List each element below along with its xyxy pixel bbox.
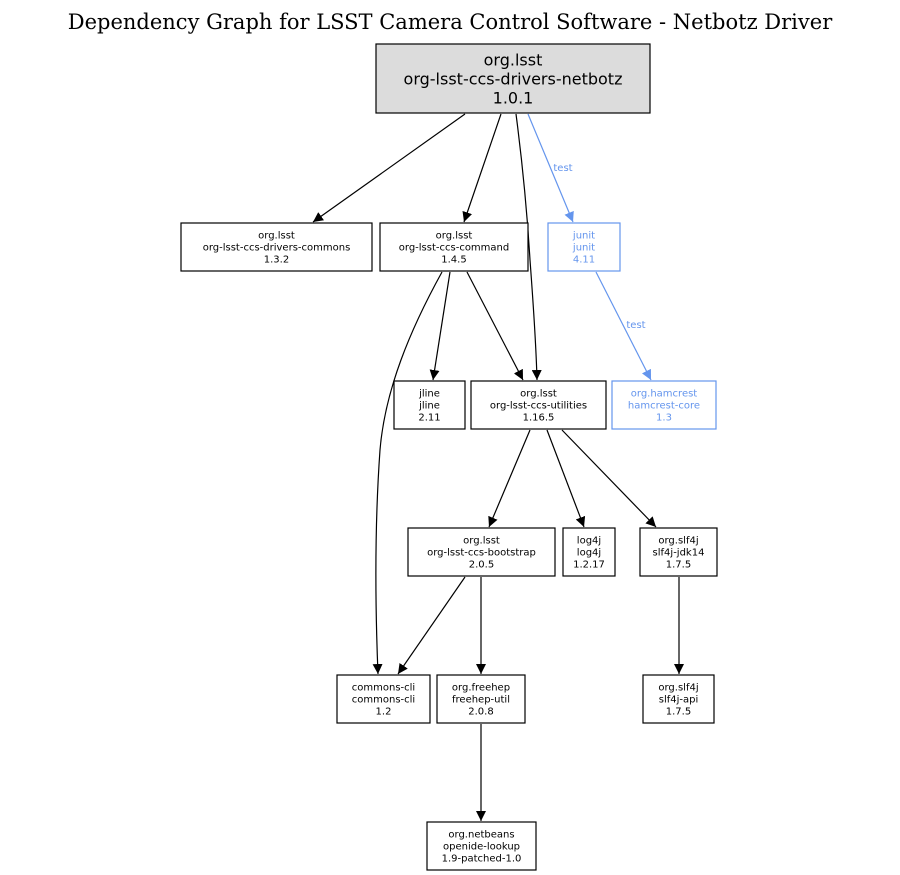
edge-root-to-drivers-commons <box>312 113 466 223</box>
node-version-slf4j-api: 1.7.5 <box>666 707 691 718</box>
edge-root-to-ccs-utilities <box>515 113 542 381</box>
edge-root-to-junit <box>527 113 574 223</box>
node-box-hamcrest <box>611 380 717 430</box>
node-group-slf4j-jdk14: org.slf4j <box>658 536 698 547</box>
node-box-root <box>375 43 651 114</box>
node-group-commons-cli: commons-cli <box>352 683 415 694</box>
node-group-ccs-bootstrap: org.lsst <box>463 536 500 547</box>
edge-ccs-utilities-to-ccs-bootstrap <box>488 429 531 528</box>
node-version-junit: 4.11 <box>573 255 595 266</box>
edge-ccs-command-to-ccs-utilities <box>466 271 524 381</box>
node-artifact-freehep-util: freehep-util <box>452 695 510 706</box>
node-version-root: 1.0.1 <box>493 88 534 107</box>
node-box-slf4j-jdk14 <box>639 527 718 577</box>
node-group-jline: jline <box>418 389 440 400</box>
node-artifact-root: org-lsst-ccs-drivers-netbotz <box>404 69 623 88</box>
edge-ccs-command-to-jline <box>429 271 451 381</box>
node-artifact-commons-cli: commons-cli <box>352 695 415 706</box>
node-artifact-drivers-commons: org-lsst-ccs-drivers-commons <box>203 243 351 254</box>
node-version-drivers-commons: 1.3.2 <box>264 255 289 266</box>
edge-ccs-command-to-commons-cli <box>372 271 443 675</box>
node-version-openide-lookup: 1.9-patched-1.0 <box>442 854 522 865</box>
node-group-drivers-commons: org.lsst <box>258 231 295 242</box>
node-box-commons-cli <box>336 674 431 724</box>
node-group-slf4j-api: org.slf4j <box>658 683 698 694</box>
edge-label-junit-to-hamcrest: test <box>626 320 645 331</box>
node-artifact-ccs-utilities: org-lsst-ccs-utilities <box>490 401 587 412</box>
node-artifact-ccs-command: org-lsst-ccs-command <box>399 243 509 254</box>
node-artifact-slf4j-jdk14: slf4j-jdk14 <box>653 548 705 559</box>
node-root: org.lsstorg-lsst-ccs-drivers-netbotz1.0.… <box>375 43 651 114</box>
node-artifact-ccs-bootstrap: org-lsst-ccs-bootstrap <box>427 548 536 559</box>
edge-ccs-bootstrap-to-commons-cli <box>397 576 466 675</box>
node-version-ccs-utilities: 1.16.5 <box>523 413 555 424</box>
edge-ccs-utilities-to-slf4j-jdk14 <box>561 429 657 528</box>
node-version-ccs-bootstrap: 2.0.5 <box>469 560 494 571</box>
node-artifact-hamcrest: hamcrest-core <box>628 401 700 412</box>
node-box-openide-lookup <box>426 821 537 871</box>
node-artifact-junit: junit <box>572 243 595 254</box>
node-group-openide-lookup: org.netbeans <box>448 830 514 841</box>
node-version-ccs-command: 1.4.5 <box>441 255 466 266</box>
node-artifact-slf4j-api: slf4j-api <box>659 695 699 706</box>
node-drivers-commons: org.lsstorg-lsst-ccs-drivers-commons1.3.… <box>180 222 373 272</box>
node-artifact-jline: jline <box>418 401 440 412</box>
node-group-ccs-command: org.lsst <box>436 231 473 242</box>
node-group-junit: junit <box>572 231 595 242</box>
node-box-freehep-util <box>436 674 526 724</box>
node-version-commons-cli: 1.2 <box>376 707 392 718</box>
node-version-jline: 2.11 <box>418 413 440 424</box>
node-artifact-log4j: log4j <box>577 548 601 559</box>
edge-ccs-utilities-to-log4j <box>546 429 586 528</box>
node-box-log4j <box>562 527 616 577</box>
node-version-log4j: 1.2.17 <box>573 560 605 571</box>
node-box-ccs-bootstrap <box>407 527 556 577</box>
edge-root-to-ccs-command <box>462 113 502 223</box>
node-openide-lookup: org.netbeansopenide-lookup1.9-patched-1.… <box>426 821 537 871</box>
node-box-drivers-commons <box>180 222 373 272</box>
node-box-ccs-command <box>379 222 529 272</box>
node-group-root: org.lsst <box>484 50 543 69</box>
node-version-slf4j-jdk14: 1.7.5 <box>666 560 691 571</box>
edge-junit-to-hamcrest <box>595 271 652 381</box>
nodes-layer: org.lsstorg-lsst-ccs-drivers-netbotz1.0.… <box>180 43 718 871</box>
node-box-slf4j-api <box>642 674 715 724</box>
edge-label-root-to-junit: test <box>553 163 572 174</box>
node-version-hamcrest: 1.3 <box>656 413 672 424</box>
graph-title: Dependency Graph for LSST Camera Control… <box>68 10 833 34</box>
node-box-jline <box>393 380 466 430</box>
node-artifact-openide-lookup: openide-lookup <box>443 842 520 853</box>
node-group-ccs-utilities: org.lsst <box>520 389 557 400</box>
node-group-log4j: log4j <box>577 536 601 547</box>
node-version-freehep-util: 2.0.8 <box>468 707 493 718</box>
edges-layer: test test <box>312 113 684 821</box>
node-group-hamcrest: org.hamcrest <box>631 389 698 400</box>
node-group-freehep-util: org.freehep <box>452 683 510 694</box>
node-box-ccs-utilities <box>470 380 607 430</box>
node-box-junit <box>547 222 621 272</box>
